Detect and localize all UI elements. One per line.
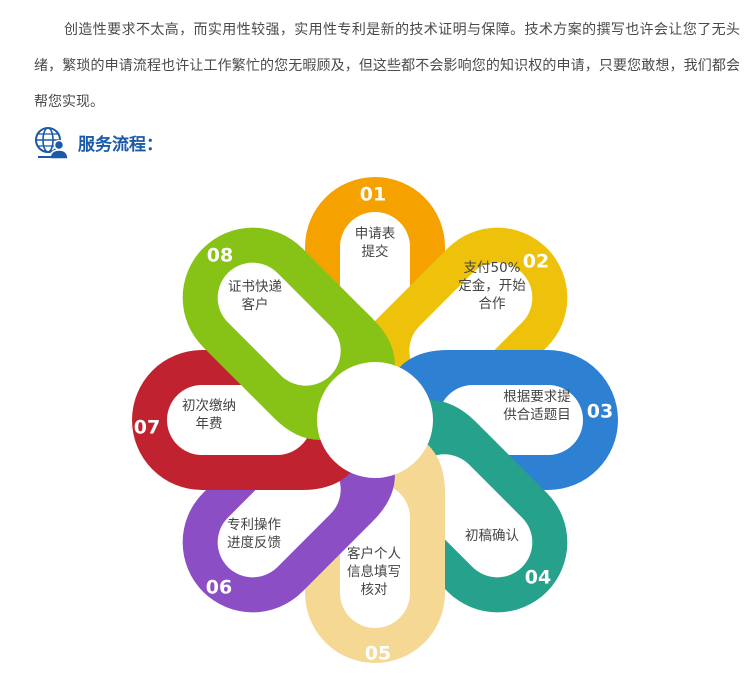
step-number-07: 07 <box>134 417 160 439</box>
step-label-07-line1: 初次缴纳 <box>182 397 236 414</box>
step-label-02-line2: 定金，开始 <box>458 278 526 294</box>
section-title: 服务流程： <box>78 134 163 155</box>
step-label-03-line2: 供合适题目 <box>503 407 571 423</box>
step-number-05: 05 <box>365 643 391 665</box>
step-label-02-line3: 合作 <box>479 296 506 312</box>
flower-center <box>317 362 433 478</box>
step-number-04: 04 <box>525 567 551 589</box>
step-label-08-line1: 证书快递 <box>228 279 282 295</box>
step-number-01: 01 <box>360 184 386 206</box>
step-label-06-line1: 专利操作 <box>227 517 281 533</box>
step-label-06-line2: 进度反馈 <box>227 535 281 551</box>
step-label-05-line1: 客户个人 <box>347 545 401 562</box>
intro-paragraph: 创造性要求不太高，而实用性较强，实用性专利是新的技术证明与保障。技术方案的撰写也… <box>34 22 740 110</box>
step-label-01-line2: 提交 <box>362 243 389 260</box>
step-label-03-line1: 根据要求提 <box>503 389 571 405</box>
step-number-02: 02 <box>523 251 549 273</box>
step-number-03: 03 <box>587 401 613 423</box>
step-label-04-line1: 初稿确认 <box>465 527 519 544</box>
step-label-01-line1: 申请表 <box>355 226 396 242</box>
step-number-08: 08 <box>207 245 233 267</box>
step-label-08-line2: 客户 <box>242 296 269 313</box>
step-label-05-line2: 信息填写 <box>347 563 401 580</box>
step-label-02-line1: 支付50% <box>463 260 520 276</box>
step-label-07-line2: 年费 <box>196 416 223 432</box>
step-label-05-line3: 核对 <box>361 582 388 598</box>
step-number-06: 06 <box>206 577 232 599</box>
globe-user-icon <box>35 127 68 159</box>
section-header: 服务流程： <box>34 124 163 160</box>
